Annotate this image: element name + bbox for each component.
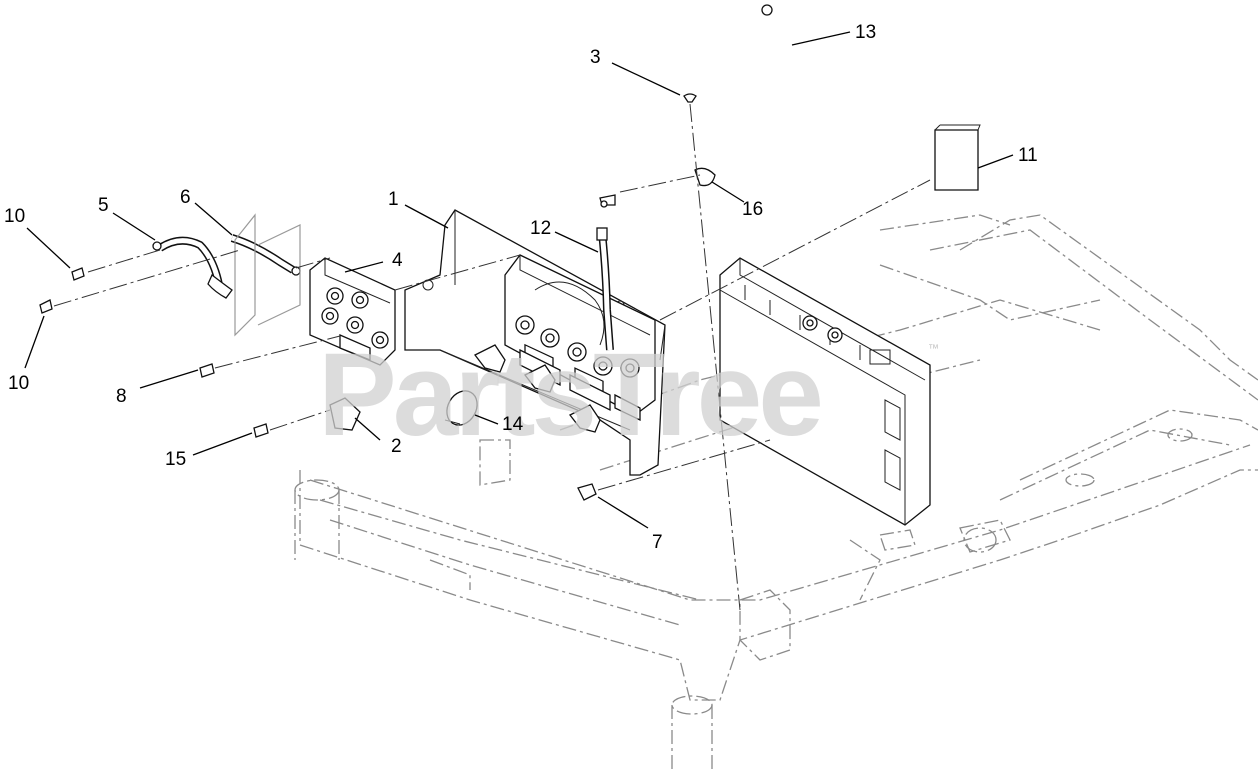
alignment-lines: [53, 103, 931, 611]
leader-lines: [24, 31, 1014, 529]
callout-labels: 1 2 3 4 5 6 7 8 10 10 11 12 13 14 15 16: [4, 22, 1038, 553]
callout-14: 14: [502, 414, 524, 435]
watermark: PartsTree ™: [318, 329, 939, 461]
bolt-7: [577, 483, 597, 501]
callout-10-upper: 10: [4, 206, 25, 227]
bracket-clip: [329, 397, 361, 431]
callout-15: 15: [165, 449, 186, 470]
watermark-trademark: ™: [928, 343, 939, 355]
hardware-fasteners: [39, 93, 697, 501]
screw-10-lower: [39, 299, 53, 314]
screw-10-upper: [71, 267, 85, 281]
harness-clips: [474, 344, 601, 433]
mower-frame: [294, 214, 1258, 770]
watermark-text: PartsTree: [318, 329, 820, 461]
cables: [152, 4, 783, 351]
screw-8: [199, 363, 215, 378]
callout-6: 6: [180, 187, 191, 208]
callout-3: 3: [590, 47, 601, 68]
callout-13: 13: [855, 22, 876, 43]
callout-5: 5: [98, 195, 109, 216]
callout-10-lower: 10: [8, 373, 29, 394]
screw-15: [253, 423, 269, 438]
main-motor-controller: [504, 254, 656, 422]
callout-16: 16: [742, 199, 763, 220]
loop-clamp: [444, 390, 478, 426]
battery-pack: [719, 257, 931, 526]
callout-1: 1: [388, 189, 399, 210]
cable-clamp: [694, 167, 716, 187]
callout-7: 7: [652, 532, 663, 553]
fuse-block: [934, 124, 981, 191]
callout-11: 11: [1018, 145, 1038, 166]
callout-4: 4: [392, 250, 403, 271]
screw-3: [683, 93, 697, 103]
callout-8: 8: [116, 386, 127, 407]
callout-2: 2: [391, 436, 402, 457]
callout-12: 12: [530, 218, 551, 239]
